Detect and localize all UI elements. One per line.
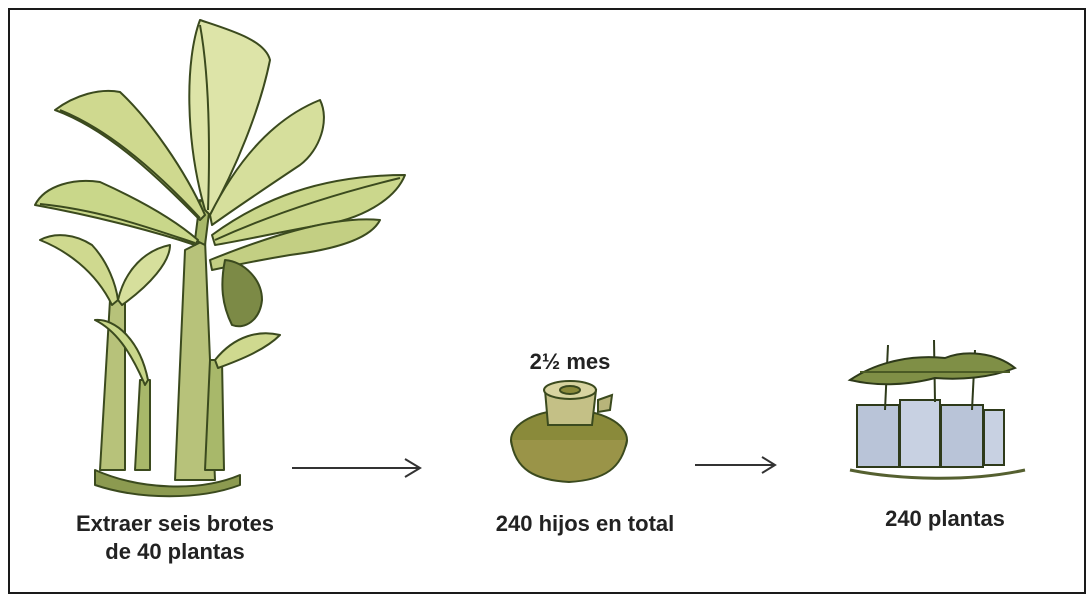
- stage-2-time-label: 2½ mes: [500, 348, 640, 376]
- stage-2-arrow: [695, 457, 775, 473]
- potted-plantlets-icon: [850, 340, 1025, 478]
- stage-1-caption-line1: Extraer seis brotes: [30, 510, 320, 538]
- corm-sucker-icon: [511, 381, 627, 482]
- stage-1-caption: Extraer seis brotes de 40 plantas: [30, 510, 320, 566]
- stage-1-caption-line2: de 40 plantas: [30, 538, 320, 566]
- stage-3-caption: 240 plantas: [855, 505, 1035, 533]
- banana-plant-cluster-icon: [35, 20, 405, 496]
- stage-1-arrow: [292, 459, 420, 477]
- stage-2-caption: 240 hijos en total: [455, 510, 715, 538]
